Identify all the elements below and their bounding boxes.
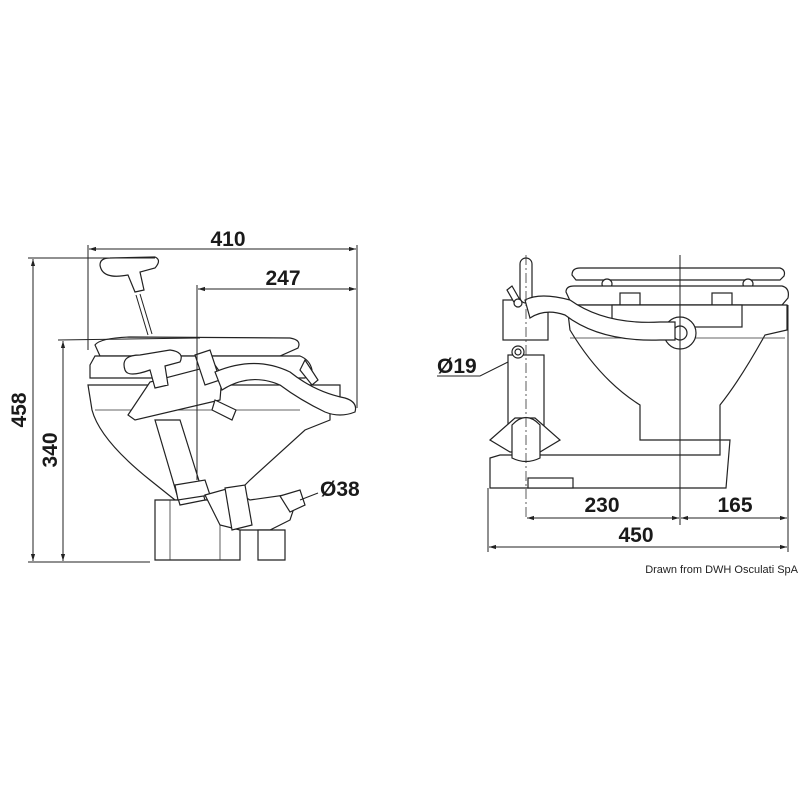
dim-width-230: 230 (584, 494, 619, 517)
dim-outlet-diameter: Ø38 (320, 478, 360, 501)
front-view-dimensions (437, 255, 789, 552)
side-view-toilet (87, 256, 357, 561)
dim-width-247: 247 (265, 267, 300, 290)
dim-width-450: 450 (618, 524, 653, 547)
dim-width-410: 410 (210, 228, 245, 251)
dim-height-458: 458 (8, 392, 31, 427)
front-view-toilet (488, 257, 789, 489)
credit-text: Drawn from DWH Osculati SpA (645, 564, 798, 576)
dim-width-165: 165 (717, 494, 752, 517)
dim-height-340: 340 (39, 432, 62, 467)
side-view-dimensions (28, 245, 358, 563)
dim-inlet-diameter: Ø19 (437, 355, 477, 378)
